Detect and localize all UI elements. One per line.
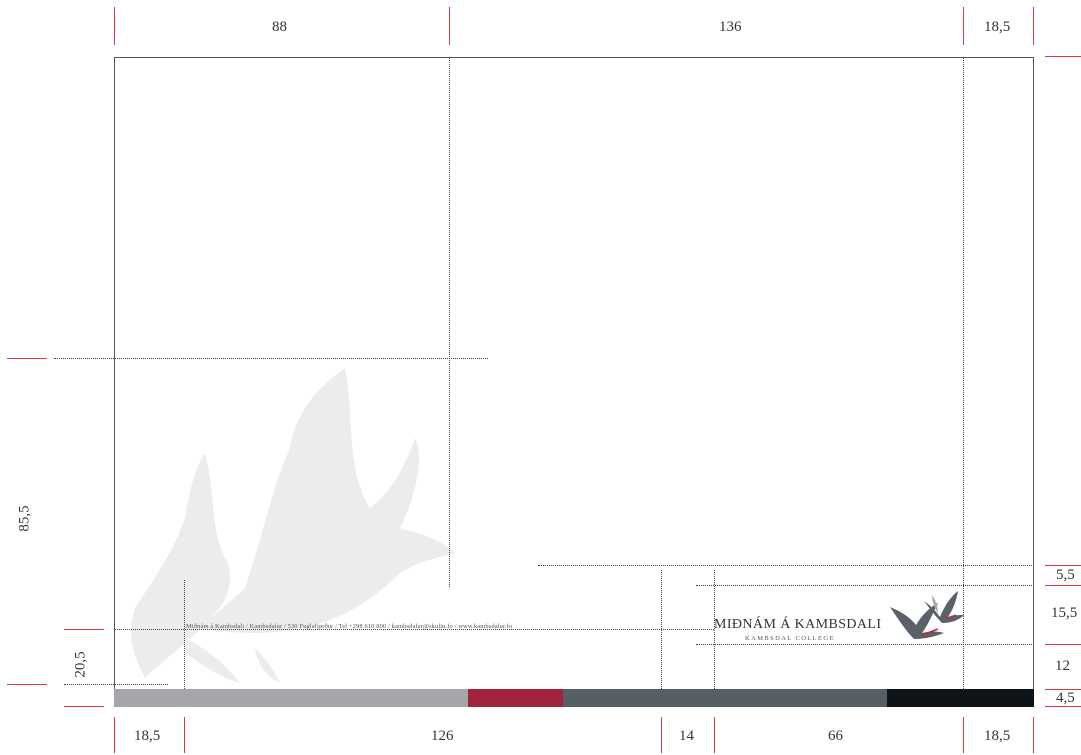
brand-subtitle: KAMBSDAL COLLEGE xyxy=(745,635,835,642)
color-bar-dark xyxy=(887,689,1034,707)
top-marker-2 xyxy=(449,7,450,45)
color-bar-slate xyxy=(563,689,887,707)
guide-v-logo-left xyxy=(714,570,715,689)
right-dimension-1: 5,5 xyxy=(1056,567,1075,583)
bottom-marker-2 xyxy=(184,717,185,753)
top-dimension-right: 18,5 xyxy=(984,19,1011,35)
guide-h-logo-mid xyxy=(696,585,1034,586)
tern-watermark-icon xyxy=(130,368,455,683)
brand-name: MIÐNÁM Á KAMBSDALI xyxy=(714,617,882,632)
right-marker-6 xyxy=(1045,706,1081,707)
bottom-dimension-5: 18,5 xyxy=(984,728,1011,744)
right-marker-1 xyxy=(1045,56,1081,57)
top-marker-1 xyxy=(114,7,115,45)
left-dimension-2: 20,5 xyxy=(72,651,89,678)
bottom-marker-1 xyxy=(114,717,115,753)
left-marker-1 xyxy=(7,358,47,359)
right-dimension-4: 4,5 xyxy=(1056,690,1075,706)
top-dimension-left: 88 xyxy=(272,19,287,35)
tern-logo-icon xyxy=(890,591,964,639)
bottom-marker-4 xyxy=(714,717,715,753)
left-marker-2 xyxy=(64,629,104,630)
bottom-dimension-4: 66 xyxy=(828,728,843,744)
left-marker-4 xyxy=(64,706,104,707)
guide-h-logo-bottom xyxy=(696,644,1034,645)
guide-v-column xyxy=(449,57,450,587)
right-marker-5 xyxy=(1045,689,1081,690)
right-marker-2 xyxy=(1045,565,1081,566)
guide-v-right-margin xyxy=(963,57,964,689)
color-bar-grey xyxy=(114,689,468,707)
top-marker-3 xyxy=(963,7,964,45)
left-marker-3 xyxy=(7,684,47,685)
guide-h-logo-top xyxy=(538,565,1034,566)
bottom-marker-5 xyxy=(963,717,964,753)
left-dimension-1: 85,5 xyxy=(16,505,33,532)
top-dimension-middle: 136 xyxy=(719,19,742,35)
bottom-marker-3 xyxy=(661,717,662,753)
top-marker-4 xyxy=(1033,7,1034,45)
guide-h-footer-text xyxy=(114,629,714,630)
bottom-marker-6 xyxy=(1033,717,1034,753)
right-marker-3 xyxy=(1045,585,1081,586)
letterhead-page xyxy=(114,57,1034,705)
right-dimension-3: 12 xyxy=(1055,658,1070,674)
right-marker-4 xyxy=(1045,644,1081,645)
bottom-dimension-1: 18,5 xyxy=(134,728,161,744)
right-dimension-2: 15,5 xyxy=(1051,605,1078,621)
guide-h-upper xyxy=(54,358,488,359)
guide-v-footer-left xyxy=(184,580,185,689)
footer-contact-line: Miðnám á Kambsdali / Kambsdalur / 530 Fu… xyxy=(186,623,513,630)
bottom-dimension-3: 14 xyxy=(679,728,694,744)
color-bar-red xyxy=(468,689,563,707)
guide-h-bottom-left xyxy=(64,684,168,685)
bottom-dimension-2: 126 xyxy=(431,728,454,744)
